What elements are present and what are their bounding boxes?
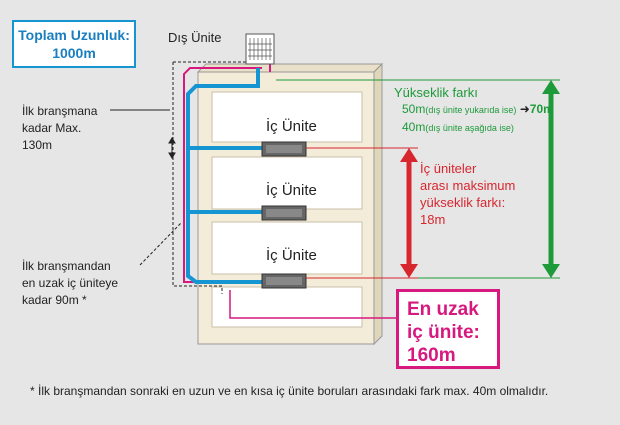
farthest-branch-line3: kadar 90m * (22, 293, 87, 307)
outdoor-unit (245, 33, 275, 65)
first-branch-line3: 130m (22, 138, 53, 152)
farthest-from-branch-note: İlk branşmandan en uzak iç üniteye kadar… (22, 258, 118, 309)
total-length-value: 1000m (52, 45, 96, 61)
farthest-unit-line1: En uzak (407, 299, 479, 320)
floor-panel-3 (211, 221, 363, 275)
height-diff-line2: 40m(dış ünite aşağıda ise) (394, 119, 554, 137)
floor-panel-4 (211, 286, 363, 328)
leader-line-1 (139, 221, 183, 266)
indoor-unit-label-3: İç Ünite (266, 247, 317, 264)
first-branch-line2: kadar Max. (22, 121, 82, 135)
blue-pipe-main (186, 68, 262, 284)
indoor-unit-label-1: İç Ünite (266, 118, 317, 135)
total-length-label: Toplam Uzunluk: (18, 27, 130, 43)
indoor-unit-label-2: İç Ünite (266, 182, 317, 199)
first-branch-line1: İlk branşmana (22, 104, 98, 118)
footnote: * İlk branşmandan sonraki en uzun ve en … (30, 384, 549, 398)
height-diff-50: 50m (402, 102, 426, 116)
floor-panel-2 (211, 156, 363, 210)
height-difference-note: Yükseklik farkı 50m(dış ünite yukarıda i… (394, 84, 554, 137)
total-length-box: Toplam Uzunluk: 1000m (12, 20, 136, 68)
indoor-unit-1 (261, 141, 307, 157)
arrow-icon: ➜ (519, 102, 530, 116)
outdoor-unit-label: Dış Ünite (168, 30, 222, 45)
magenta-leader (229, 290, 396, 319)
height-diff-line1: 50m(dış ünite yukarıda ise) ➜70m (394, 101, 554, 119)
height-diff-40: 40m (402, 120, 426, 134)
farthest-unit-line2: iç ünite: (407, 322, 480, 343)
indoor-height-line2: arası maksimum (420, 178, 516, 193)
farthest-unit-box: En uzak iç ünite: 160m (396, 289, 500, 369)
branch-arrow-icon (168, 137, 176, 159)
indoor-height-line3: yükseklik farkı: (420, 195, 506, 210)
height-diff-70: 70m (529, 102, 554, 116)
farthest-unit-line3: 160m (407, 345, 456, 366)
indoor-height-line4: 18m (420, 212, 446, 227)
farthest-branch-line1: İlk branşmandan (22, 259, 111, 273)
indoor-unit-3 (261, 273, 307, 289)
height-diff-50-note: (dış ünite yukarıda ise) (425, 105, 517, 115)
indoor-height-diff-note: İç üniteler arası maksimum yükseklik far… (420, 160, 515, 228)
farthest-branch-line2: en uzak iç üniteye (22, 276, 119, 290)
indoor-unit-2 (261, 205, 307, 221)
height-diff-40-note: (dış ünite aşağıda ise) (425, 123, 514, 133)
indoor-height-line1: İç üniteler (420, 161, 477, 176)
first-branch-note: İlk branşmana kadar Max. 130m (22, 103, 97, 154)
height-diff-title: Yükseklik farkı (394, 85, 478, 100)
